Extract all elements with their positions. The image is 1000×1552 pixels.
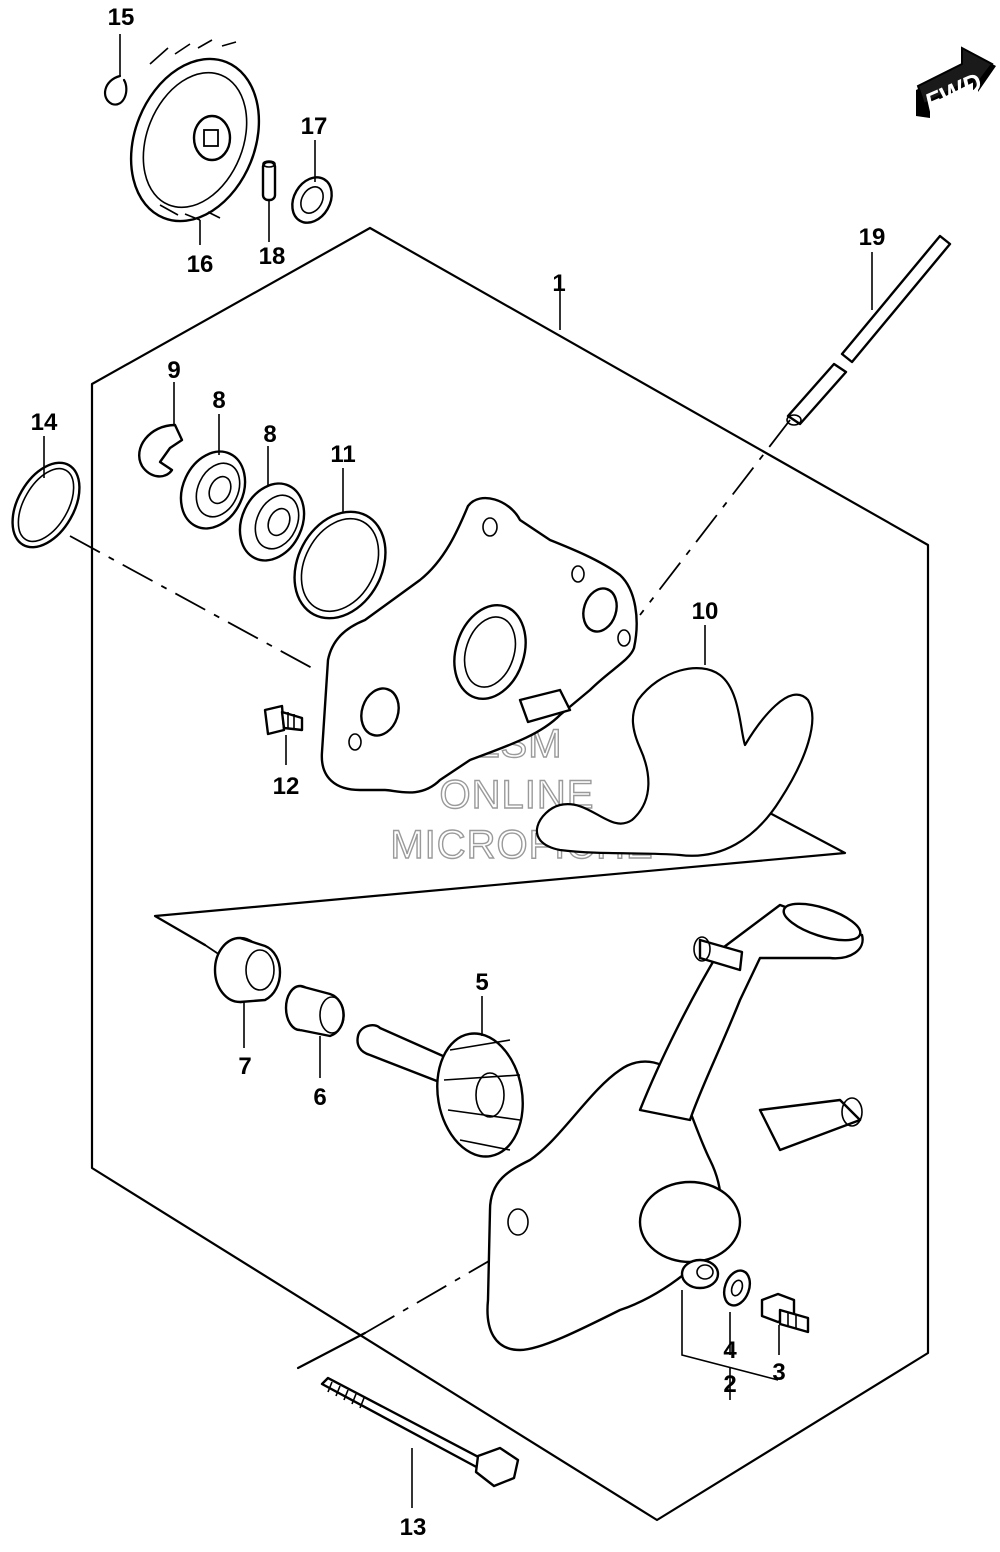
- pin-18: [261, 160, 277, 202]
- callout-16: 16: [187, 251, 214, 278]
- mechanical-seal-6: [284, 984, 345, 1038]
- callout-2: 2: [723, 1371, 736, 1398]
- callout-8a: 8: [212, 387, 225, 414]
- bearing-8b: [238, 482, 306, 562]
- callout-14: 14: [31, 409, 58, 436]
- e-clip-9: [138, 423, 184, 478]
- long-bolt-13: [320, 1376, 520, 1488]
- watermark-line-2: ONLINE: [440, 773, 595, 817]
- callout-12: 12: [273, 773, 300, 800]
- pump-housing-2: [486, 902, 864, 1352]
- callout-7: 7: [238, 1053, 251, 1080]
- callout-10: 10: [692, 598, 719, 625]
- bearing-8a: [179, 450, 247, 530]
- callout-19: 19: [859, 224, 886, 251]
- callout-17: 17: [301, 113, 328, 140]
- callout-4: 4: [723, 1337, 737, 1364]
- callout-9: 9: [167, 357, 180, 384]
- callout-labels: 15 16 17 18 19 1 14 9 8 8 11 10 12 7 6 5…: [31, 4, 886, 1541]
- o-ring-14: [11, 461, 81, 549]
- gasket-10: [535, 667, 814, 857]
- pump-gear-16: [129, 39, 261, 223]
- callout-13: 13: [400, 1514, 427, 1541]
- impeller-shaft-5: [356, 1024, 524, 1158]
- washer-4: [722, 1269, 752, 1307]
- callout-6: 6: [313, 1084, 326, 1111]
- callout-8b: 8: [263, 421, 276, 448]
- callout-5: 5: [475, 969, 488, 996]
- assembly-outline: [90, 226, 930, 1522]
- screw-12: [263, 704, 304, 736]
- circlip-15: [103, 74, 128, 106]
- callout-1: 1: [552, 270, 565, 297]
- o-ring-11: [293, 510, 387, 620]
- seal-7: [213, 936, 282, 1004]
- pipe-19: [786, 234, 952, 426]
- bolt-3: [760, 1292, 810, 1334]
- fwd-arrow-icon: FWD: [916, 46, 996, 118]
- callout-11: 11: [330, 441, 355, 468]
- leader-lines: [43, 34, 873, 1508]
- callout-3: 3: [772, 1359, 785, 1386]
- callout-15: 15: [108, 4, 135, 31]
- callout-18: 18: [259, 243, 286, 270]
- pump-cover: [320, 496, 638, 794]
- washer-17: [291, 176, 333, 224]
